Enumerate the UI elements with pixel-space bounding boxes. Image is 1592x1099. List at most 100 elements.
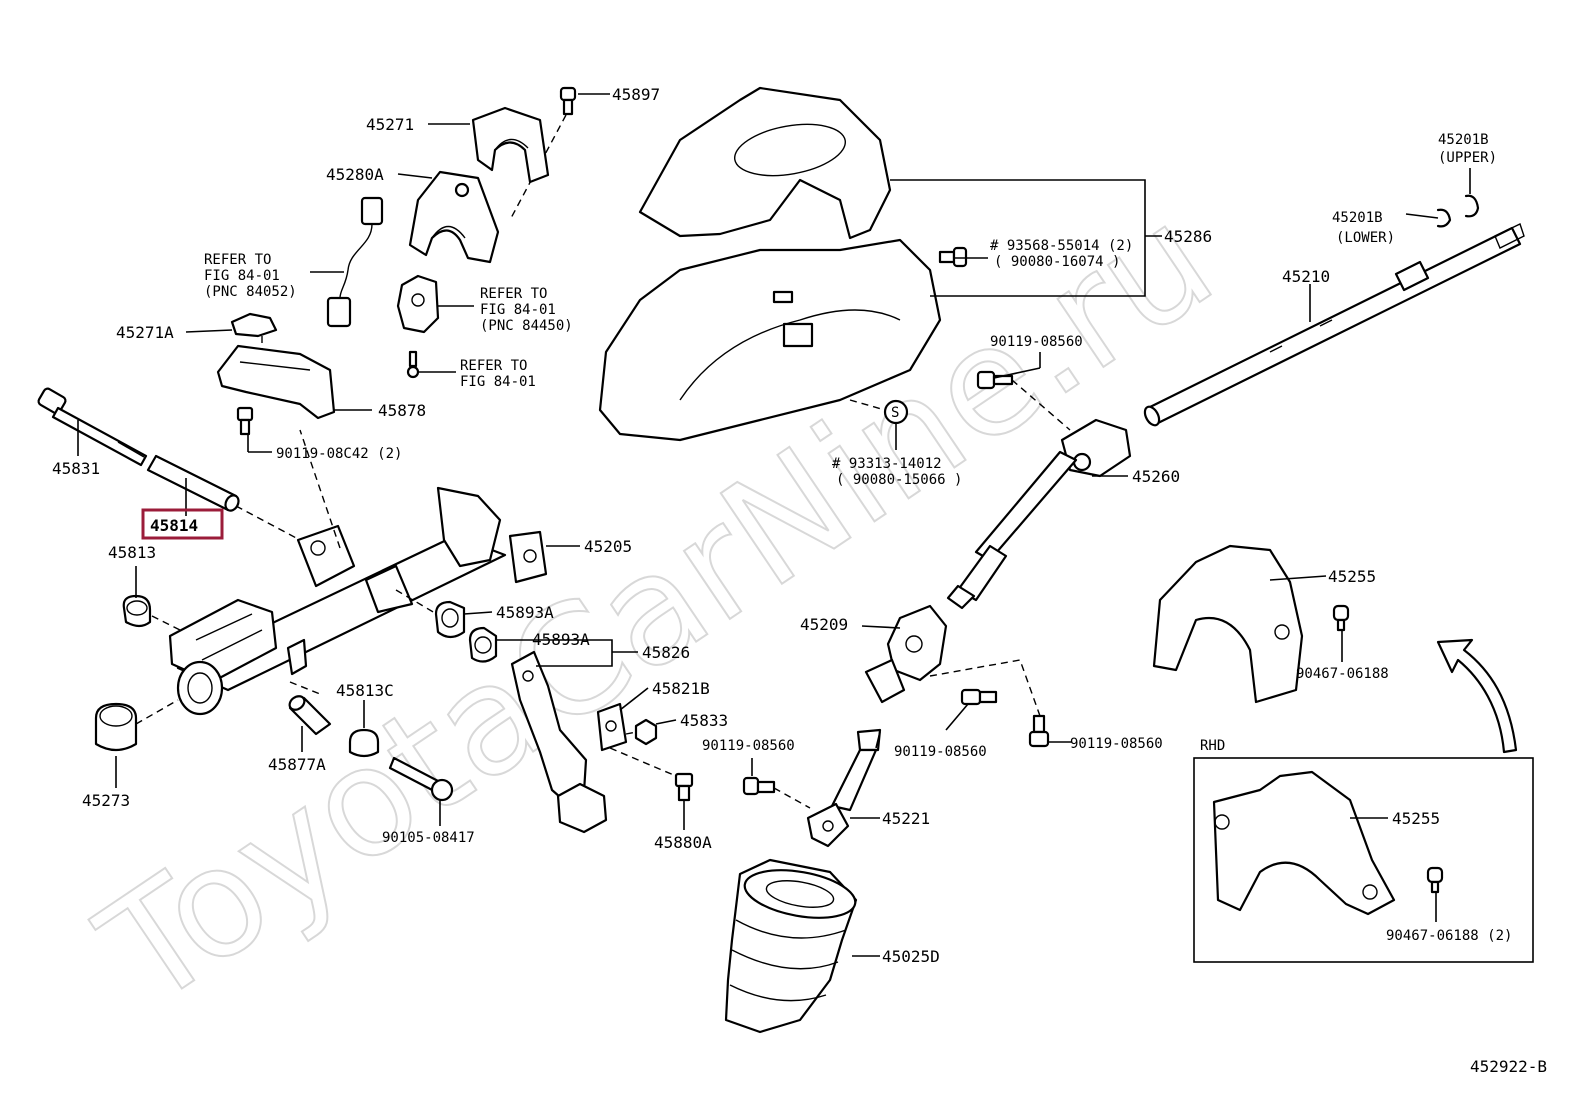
bracket-45286 bbox=[890, 179, 1146, 297]
part-90119-08560-bolt-c bbox=[960, 688, 998, 706]
part-90119-08560-bolt-d bbox=[1028, 714, 1050, 748]
part-45271A-clip bbox=[230, 312, 278, 338]
label-45201B-upper-2: (UPPER) bbox=[1438, 150, 1497, 166]
label-90467-06188-1: 90467-06188 bbox=[1296, 666, 1389, 682]
arrow-curved bbox=[1436, 638, 1518, 754]
part-45271-clamp bbox=[471, 106, 550, 184]
label-45813C: 45813C bbox=[336, 681, 394, 700]
label-90119-08560-b: 90119-08560 bbox=[990, 334, 1083, 350]
s-mark-text: S bbox=[891, 405, 899, 421]
label-93568-line1: # 93568-55014 (2) bbox=[990, 238, 1133, 254]
label-45205: 45205 bbox=[584, 537, 632, 556]
s-mark-symbol: S bbox=[849, 399, 909, 450]
label-refer2-line1: REFER TO bbox=[480, 286, 547, 302]
part-45273-bushing bbox=[94, 699, 179, 752]
part-45814-spacer bbox=[146, 454, 301, 541]
label-45831: 45831 bbox=[52, 459, 100, 478]
label-90119-08560-d: 90119-08560 bbox=[1070, 736, 1163, 752]
label-45897: 45897 bbox=[612, 85, 660, 104]
highlight-45814 bbox=[141, 508, 224, 540]
part-45833-nut bbox=[625, 718, 658, 746]
part-45821B-plate bbox=[596, 702, 628, 752]
label-45273: 45273 bbox=[82, 791, 130, 810]
part-45877A-sleeve bbox=[288, 695, 332, 736]
part-45255-cover-lh bbox=[1152, 544, 1304, 704]
part-90119-08C42-bolt bbox=[236, 406, 254, 436]
label-45221: 45221 bbox=[882, 809, 930, 828]
part-45255-cover-rhd bbox=[1212, 770, 1396, 916]
label-45271: 45271 bbox=[366, 115, 414, 134]
part-93568-55014-screw bbox=[938, 246, 968, 268]
label-45025D: 45025D bbox=[882, 947, 940, 966]
part-45205-column-tube bbox=[168, 429, 548, 716]
label-45813: 45813 bbox=[108, 543, 156, 562]
part-90467-06188-clip-2 bbox=[1426, 866, 1444, 894]
part-45831-bolt bbox=[37, 387, 148, 467]
label-45201B-lower-1: 45201B bbox=[1332, 210, 1383, 226]
part-90119-08560-bolt-b bbox=[976, 370, 1071, 431]
part-45878-bracket bbox=[216, 336, 336, 420]
label-45877A: 45877A bbox=[268, 755, 326, 774]
part-screw-84-01 bbox=[406, 350, 420, 379]
part-45221-lower-shaft bbox=[806, 728, 882, 848]
label-45255-2: 45255 bbox=[1392, 809, 1440, 828]
part-45826-lever bbox=[510, 650, 608, 834]
part-90467-06188-clip-1 bbox=[1332, 604, 1350, 632]
label-45209: 45209 bbox=[800, 615, 848, 634]
part-45260-intermediate-shaft bbox=[946, 418, 1132, 610]
label-refer2-line3: (PNC 84450) bbox=[480, 318, 573, 334]
part-45025D-boot bbox=[724, 858, 858, 1034]
diagram-id: 452922-B bbox=[1470, 1057, 1547, 1076]
part-switch-84450 bbox=[396, 274, 440, 334]
part-45209-u-joint bbox=[864, 604, 1041, 717]
part-45880A-bolt bbox=[609, 747, 694, 802]
label-90119-08C42: 90119-08C42 (2) bbox=[276, 446, 402, 462]
label-refer1-line2: FIG 84-01 bbox=[204, 268, 280, 284]
part-45201B-lower-ring bbox=[1436, 208, 1452, 228]
label-45826: 45826 bbox=[642, 643, 690, 662]
label-90105-08417: 90105-08417 bbox=[382, 830, 475, 846]
label-45880A: 45880A bbox=[654, 833, 712, 852]
label-90119-08560-a: 90119-08560 bbox=[702, 738, 795, 754]
part-90105-08417-bolt bbox=[388, 756, 454, 802]
label-45893A-2: 45893A bbox=[532, 630, 590, 649]
label-refer3-line1: REFER TO bbox=[460, 358, 527, 374]
part-45280A-housing bbox=[408, 170, 500, 264]
label-45260: 45260 bbox=[1132, 467, 1180, 486]
label-45210: 45210 bbox=[1282, 267, 1330, 286]
label-refer3-line2: FIG 84-01 bbox=[460, 374, 536, 390]
label-45201B-lower-2: (LOWER) bbox=[1336, 230, 1395, 246]
label-45201B-upper-1: 45201B bbox=[1438, 132, 1489, 148]
part-45210-main-shaft bbox=[1143, 223, 1525, 427]
part-connector-84052 bbox=[326, 196, 384, 328]
label-45821B: 45821B bbox=[652, 679, 710, 698]
label-rhd: RHD bbox=[1200, 738, 1225, 754]
label-45833: 45833 bbox=[680, 711, 728, 730]
label-90119-08560-c: 90119-08560 bbox=[894, 744, 987, 760]
part-45201B-upper-ring bbox=[1464, 194, 1480, 218]
label-45255-1: 45255 bbox=[1328, 567, 1376, 586]
label-93313-line1: # 93313-14012 bbox=[832, 456, 942, 472]
rhd-box bbox=[1193, 757, 1534, 963]
part-45813C-bushing bbox=[348, 728, 380, 758]
label-45280A: 45280A bbox=[326, 165, 384, 184]
label-90467-06188-2: 90467-06188 (2) bbox=[1386, 928, 1512, 944]
part-45286-column-cover bbox=[598, 86, 942, 442]
part-45813-bushing bbox=[122, 594, 181, 631]
label-45893A-1: 45893A bbox=[496, 603, 554, 622]
label-45814: 45814 bbox=[150, 516, 198, 535]
part-90119-08560-bolt-a bbox=[742, 776, 811, 809]
label-93568-line2: ( 90080-16074 ) bbox=[994, 254, 1120, 270]
label-45286: 45286 bbox=[1164, 227, 1212, 246]
part-45893A-washer-2 bbox=[468, 626, 498, 663]
part-45893A-washer-1 bbox=[434, 600, 466, 639]
label-93313-line2: ( 90080-15066 ) bbox=[836, 472, 962, 488]
leader-lines bbox=[77, 93, 1471, 957]
part-45897-screw bbox=[509, 86, 577, 221]
label-refer1-line3: (PNC 84052) bbox=[204, 284, 297, 300]
label-45878: 45878 bbox=[378, 401, 426, 420]
label-refer2-line2: FIG 84-01 bbox=[480, 302, 556, 318]
label-refer1-line1: REFER TO bbox=[204, 252, 271, 268]
label-45271A: 45271A bbox=[116, 323, 174, 342]
